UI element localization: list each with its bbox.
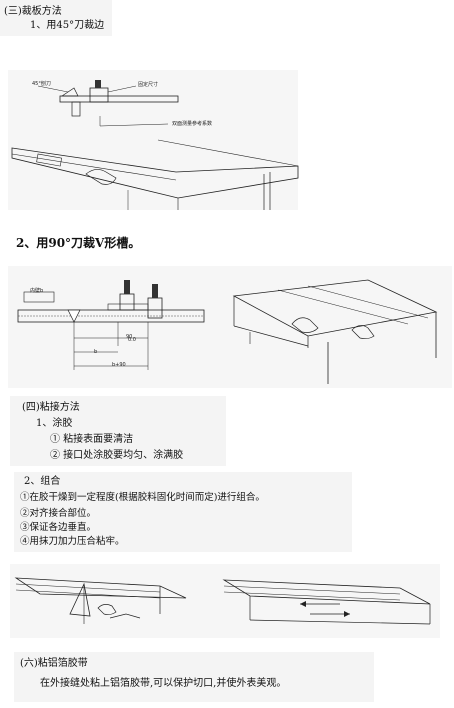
section4-panel (10, 396, 226, 466)
figure1-label-fixed: 固定尺寸 (138, 82, 159, 88)
section6-title: (六)粘铝箔胶带 (20, 658, 88, 669)
section3-title: (三)裁板方法 (4, 6, 62, 17)
section4b-sub2: 2、组合 (24, 476, 61, 487)
figure2-label-wall: 内壁b (30, 288, 44, 294)
figure1-label-blade: 45°刨刀 (32, 81, 51, 87)
section4b-point1: ①在胶干燥到一定程度(根据胶料固化时间而定)进行组合。 (20, 492, 265, 503)
section4b-panel (14, 472, 352, 552)
section6-body: 在外接缝处粘上铝箔胶带,可以保护切口,并使外表美观。 (40, 678, 287, 689)
section3-item2: 2、用90°刀裁V形槽。 (16, 236, 141, 250)
section3-header-panel (0, 0, 112, 36)
figure2-panel (8, 266, 452, 388)
figure1-label-ref: 双面测量参考系数 (172, 121, 213, 127)
figure2-vgroove-diagram (17, 279, 438, 384)
section4b-point3: ③保证各边垂直。 (20, 522, 97, 533)
figure2-label-dim1: 90 (126, 334, 133, 340)
section4-point2: ② 接口处涂胶要均匀、涂满胶 (50, 450, 184, 461)
section4-sub1: 1、涂胶 (36, 418, 73, 429)
figure2-label-small: 0.0 (128, 337, 136, 343)
section4-title: (四)粘接方法 (22, 402, 80, 413)
section4-point1: ① 粘接表面要清洁 (50, 434, 134, 445)
section3-item1: 1、用45°刀裁边 (30, 20, 105, 31)
figure2-label-dim3: b+90 (112, 362, 126, 368)
figure2-label-dim2: b (94, 349, 98, 355)
section4b-point2: ②对齐接合部位。 (20, 508, 97, 519)
section4b-point4: ④用抹刀加力压合粘牢。 (20, 536, 125, 547)
section6-panel (14, 652, 374, 702)
figure3-joint-diagram (14, 577, 431, 625)
figure1-panel (8, 70, 298, 210)
figure1-blade-diagram (11, 80, 299, 210)
